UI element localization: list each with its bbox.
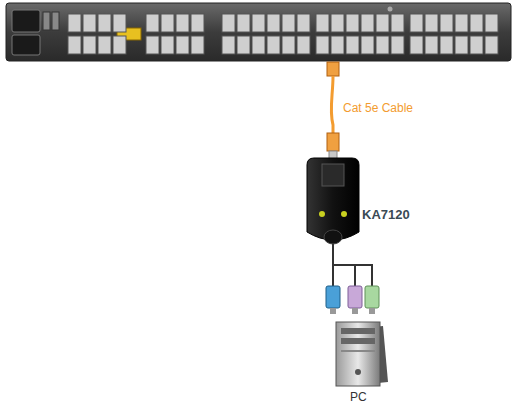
rj45-port — [176, 14, 189, 32]
rj45-port — [68, 14, 81, 32]
rj45-port — [410, 36, 423, 54]
rj45-port — [361, 36, 374, 54]
rj45-port — [113, 36, 126, 54]
rj45-port — [361, 14, 374, 32]
rj45-port — [316, 14, 329, 32]
connector-plugs — [326, 286, 379, 314]
rj45-port — [161, 14, 174, 32]
rj45-port — [376, 14, 389, 32]
computer-label: PC — [350, 390, 367, 404]
rj45-port — [485, 14, 498, 32]
device-label: KA7120 — [362, 207, 410, 222]
ps2-usb-wires — [333, 244, 372, 286]
rj45-port — [222, 14, 235, 32]
rj45-port — [113, 14, 126, 32]
cat5e-cable — [327, 62, 339, 159]
rj45-port — [191, 36, 204, 54]
rj45-port — [68, 36, 81, 54]
rj45-port — [331, 36, 344, 54]
rj45-port — [176, 36, 189, 54]
rj45-port — [470, 14, 483, 32]
kvm-switch — [6, 3, 511, 61]
rj45-port — [470, 36, 483, 54]
rj45-port — [146, 14, 159, 32]
rj45-port — [222, 36, 235, 54]
rj45-port — [425, 36, 438, 54]
rj45-port — [440, 36, 453, 54]
rj45-port — [331, 14, 344, 32]
rj45-port — [455, 14, 468, 32]
rj45-port — [485, 36, 498, 54]
rj45-port — [391, 36, 404, 54]
rj45-port — [98, 36, 111, 54]
rj45-port — [440, 14, 453, 32]
rj45-port — [267, 14, 280, 32]
rj45-port — [346, 36, 359, 54]
rj45-port — [297, 14, 310, 32]
rj45-port — [237, 36, 250, 54]
rj45-port — [83, 14, 96, 32]
rj45-port — [252, 36, 265, 54]
rj45-port — [267, 36, 280, 54]
ka7120-adapter — [307, 158, 359, 244]
rj45-port — [161, 36, 174, 54]
rj45-port — [391, 14, 404, 32]
cable-label: Cat 5e Cable — [343, 101, 413, 115]
rj45-port — [191, 14, 204, 32]
rj45-port — [237, 14, 250, 32]
rj45-port — [282, 36, 295, 54]
rj45-port — [410, 14, 423, 32]
rj45-port — [252, 14, 265, 32]
rj45-port — [146, 36, 159, 54]
rj45-port — [455, 36, 468, 54]
rj45-port — [98, 14, 111, 32]
rj45-port — [83, 36, 96, 54]
rj45-port — [425, 14, 438, 32]
rj45-port — [346, 14, 359, 32]
pc-tower — [336, 322, 388, 386]
rj45-port — [316, 36, 329, 54]
rj45-port — [297, 36, 310, 54]
rj45-port — [282, 14, 295, 32]
rj45-port — [376, 36, 389, 54]
